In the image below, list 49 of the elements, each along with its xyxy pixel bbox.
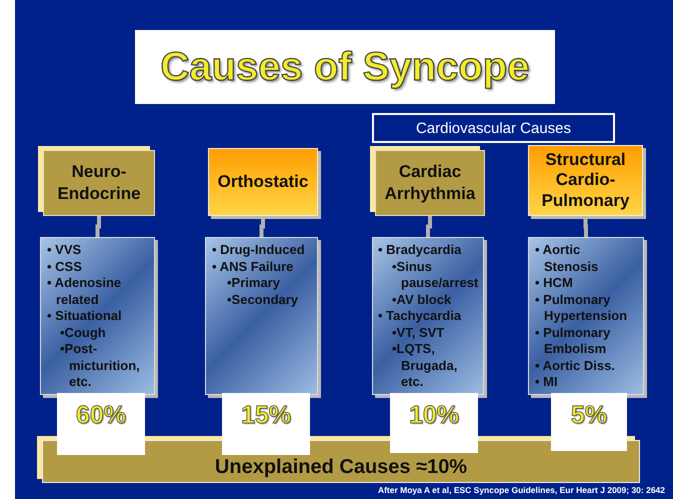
- citation: After Moya A et al, ESC Syncope Guidelines, Eur Heart J 2009; 30: 2642: [378, 485, 665, 495]
- category-box: [528, 145, 643, 216]
- connector-line: [426, 216, 432, 237]
- list-panel: [372, 237, 484, 395]
- percentage-value: 10%: [408, 401, 460, 430]
- box-label: Structural Cardio-Pulmonary: [540, 150, 630, 212]
- percent-box: [551, 393, 627, 451]
- group-label-box: [372, 113, 615, 143]
- list-item: •Cough: [59, 324, 107, 341]
- percent-box: [222, 393, 310, 455]
- box-label: Neuro-Endocrine: [56, 160, 142, 205]
- list-item: • Situational: [47, 308, 123, 324]
- connector-line: [96, 216, 101, 237]
- list-item: • ANS Failure: [212, 258, 294, 275]
- box-label: Orthostatic: [218, 172, 308, 192]
- list-item: •Sinus pause/arrest: [391, 258, 477, 292]
- list-panel: [40, 237, 155, 395]
- list-item: •AV block: [391, 292, 452, 308]
- title: Causes of Syncope: [160, 44, 530, 90]
- list-item: • Bradycardia: [379, 242, 462, 258]
- list-item: • Tachycardia: [379, 308, 462, 324]
- list-item: • CSS: [47, 258, 83, 275]
- list-item: • Pulmonary Embolism: [535, 324, 612, 358]
- percent-box: [390, 393, 478, 453]
- list-item: •VT, SVT: [391, 324, 446, 341]
- list-item: •Primary: [226, 275, 281, 292]
- connector-line: [260, 216, 265, 237]
- box-label: Cardiac Arrhythmia: [384, 160, 476, 205]
- list-item: •LQTS, Brugada, etc.: [391, 341, 458, 390]
- percentage-value: 15%: [240, 401, 292, 430]
- category-box: [208, 148, 318, 216]
- list-item: • Aortic Diss.: [535, 358, 616, 374]
- list-item: • VVS: [47, 242, 82, 258]
- list-item: •Post-micturition, etc.: [59, 341, 141, 390]
- list-item: • HCM: [535, 275, 574, 292]
- connector-line: [584, 216, 588, 237]
- percentage-value: 5%: [570, 401, 608, 430]
- list-panel: [528, 237, 644, 395]
- box-label: Unexplained Causes ≈10%: [214, 456, 468, 479]
- percentage-value: 60%: [76, 401, 126, 430]
- list-item: • Pulmonary Hypertension: [535, 292, 628, 324]
- percent-box: [57, 393, 145, 455]
- list-item: • Adenosine related: [47, 275, 122, 308]
- list-item: • MI: [535, 374, 559, 390]
- list-panel: [205, 237, 318, 395]
- list-item: •Secondary: [226, 292, 300, 308]
- list-item: • Aortic Stenosis: [535, 242, 600, 275]
- box-label: Cardiovascular Causes: [416, 120, 572, 136]
- list-item: • Drug-Induced: [212, 242, 306, 258]
